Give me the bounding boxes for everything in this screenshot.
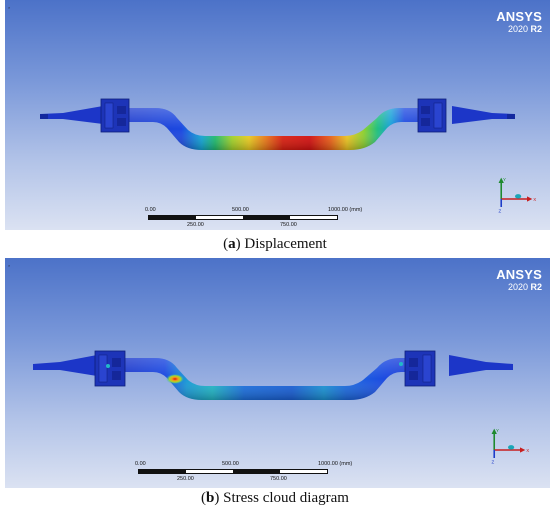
triad-x-label: X <box>526 448 529 453</box>
scale-label-1000: 1000.00 (mm) <box>328 207 363 213</box>
scale-bar-segments <box>138 469 328 474</box>
scale-label-750: 750.00 <box>270 476 287 482</box>
ansys-logo: ANSYS 2020 R2 <box>496 268 542 292</box>
scale-label-0: 0.00 <box>135 461 146 467</box>
brand-year: 2020 <box>507 24 528 34</box>
left-spindle <box>40 106 103 124</box>
left-hub-block <box>100 98 130 133</box>
left-spindle <box>33 355 97 376</box>
right-spindle <box>452 106 515 124</box>
triad-y-label: Y <box>496 428 499 433</box>
caption-b: (b) Stress cloud diagram <box>201 490 349 506</box>
scale-label-250: 250.00 <box>177 476 194 482</box>
axle-model-stress[interactable] <box>5 258 550 488</box>
brand-version: 2020 R2 <box>496 25 542 34</box>
caption-a-text: Displacement <box>244 236 327 252</box>
caption-a-letter: a <box>228 236 236 252</box>
scale-label-750: 750.00 <box>280 222 297 228</box>
caption-b-letter: b <box>206 490 215 506</box>
scale-label-1000: 1000.00 (mm) <box>318 461 353 467</box>
right-hub-block <box>417 98 447 133</box>
brand-name: ANSYS <box>496 267 542 282</box>
scale-label-250: 250.00 <box>187 222 204 228</box>
brand-version: 2020 R2 <box>496 283 542 292</box>
coordinate-triad[interactable]: Y X Z <box>483 426 533 466</box>
triad-y-label: Y <box>503 177 506 182</box>
brand-name: ANSYS <box>496 9 542 24</box>
right-spindle <box>449 355 513 376</box>
triad-z-label: Z <box>499 208 502 213</box>
corner-mark: ¸ <box>8 2 11 9</box>
scale-label-500: 500.00 <box>222 461 239 467</box>
coordinate-triad[interactable]: Y X Z <box>490 175 540 215</box>
triad-z-label: Z <box>492 459 495 464</box>
displacement-viewport-panel: ¸ ANSYS 2020 R2 <box>5 0 550 230</box>
brand-release: R2 <box>530 24 542 34</box>
caption-a: (a) Displacement <box>223 236 327 252</box>
axle-model-displacement[interactable] <box>5 0 550 230</box>
stress-hotspot <box>166 374 184 384</box>
scale-bar: 0.00 500.00 1000.00 (mm) 250.00 750.00 <box>145 207 362 230</box>
corner-mark: ¸ <box>8 260 11 267</box>
caption-b-text: Stress cloud diagram <box>223 490 349 506</box>
triad-x-label: X <box>533 197 536 202</box>
ansys-logo: ANSYS 2020 R2 <box>496 10 542 34</box>
left-hub-block <box>94 350 126 387</box>
brand-year: 2020 <box>507 282 528 292</box>
scale-label-0: 0.00 <box>145 207 156 213</box>
scale-bar-segments <box>148 215 338 220</box>
stress-viewport-panel: ¸ ANSYS 2020 R2 <box>5 258 550 488</box>
scale-bar: 0.00 500.00 1000.00 (mm) 250.00 750.00 <box>135 461 352 488</box>
scale-label-500: 500.00 <box>232 207 249 213</box>
brand-release: R2 <box>530 282 542 292</box>
right-hub-block <box>399 350 436 387</box>
